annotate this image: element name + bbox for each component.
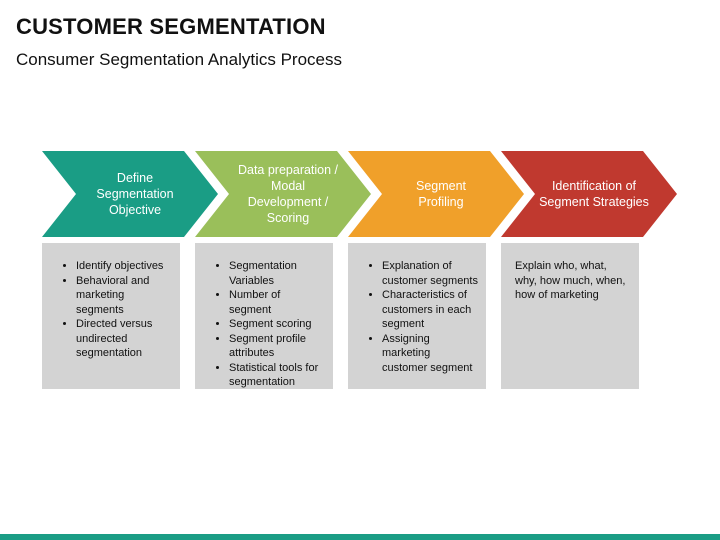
bullet-item: Assigning marketing customer segment (382, 332, 478, 376)
chevron-shape (348, 151, 524, 237)
process-step-4-details: Explain who, what, why, how much, when, … (501, 243, 639, 389)
bullet-list: Segmentation Variables Number of segment… (209, 259, 325, 390)
bullet-item: Characteristics of customers in each seg… (382, 288, 478, 332)
process-step-1-details: Identify objectives Behavioral and marke… (42, 243, 180, 389)
bullet-list: Identify objectives Behavioral and marke… (56, 259, 172, 361)
bullet-item: Statistical tools for segmentation (229, 361, 325, 390)
process-step-4-label: Identification of Segment Strategies (539, 179, 649, 209)
process-step-1-label: Define Segmentation Objective (96, 171, 174, 217)
bullet-item: Segmentation Variables (229, 259, 325, 288)
bullet-list: Explanation of customer segments Charact… (362, 259, 478, 375)
chevron-shape (501, 151, 677, 237)
process-step-2-label: Data preparation / Modal Development / S… (237, 163, 339, 225)
process-step-2-chevron: Data preparation / Modal Development / S… (195, 151, 371, 237)
process-step-4-chevron: Identification of Segment Strategies (501, 151, 677, 237)
process-step-3-label: Segment Profiling (415, 179, 467, 209)
detail-text: Explain who, what, why, how much, when, … (515, 260, 626, 301)
chevron-shape (195, 151, 371, 237)
chevron-shape (42, 151, 218, 237)
process-step-3-chevron: Segment Profiling (348, 151, 524, 237)
page-subtitle: Consumer Segmentation Analytics Process (16, 50, 342, 69)
bullet-item: Identify objectives (76, 259, 172, 274)
page-title: CUSTOMER SEGMENTATION (16, 14, 326, 39)
bullet-item: Number of segment (229, 288, 325, 317)
bullet-item: Behavioral and marketing segments (76, 274, 172, 318)
bullet-item: Directed versus undirected segmentation (76, 317, 172, 361)
chevron-fill (42, 151, 218, 237)
bullet-item: Segment profile attributes (229, 332, 325, 361)
process-step-3-details: Explanation of customer segments Charact… (348, 243, 486, 389)
bullet-item: Explanation of customer segments (382, 259, 478, 288)
process-step-2-details: Segmentation Variables Number of segment… (195, 243, 333, 389)
chevron-fill (195, 151, 371, 237)
footer-bar (0, 534, 720, 540)
bullet-item: Segment scoring (229, 317, 325, 332)
process-step-1-chevron: Define Segmentation Objective (42, 151, 218, 237)
chevron-fill (348, 151, 524, 237)
chevron-fill (501, 151, 677, 237)
